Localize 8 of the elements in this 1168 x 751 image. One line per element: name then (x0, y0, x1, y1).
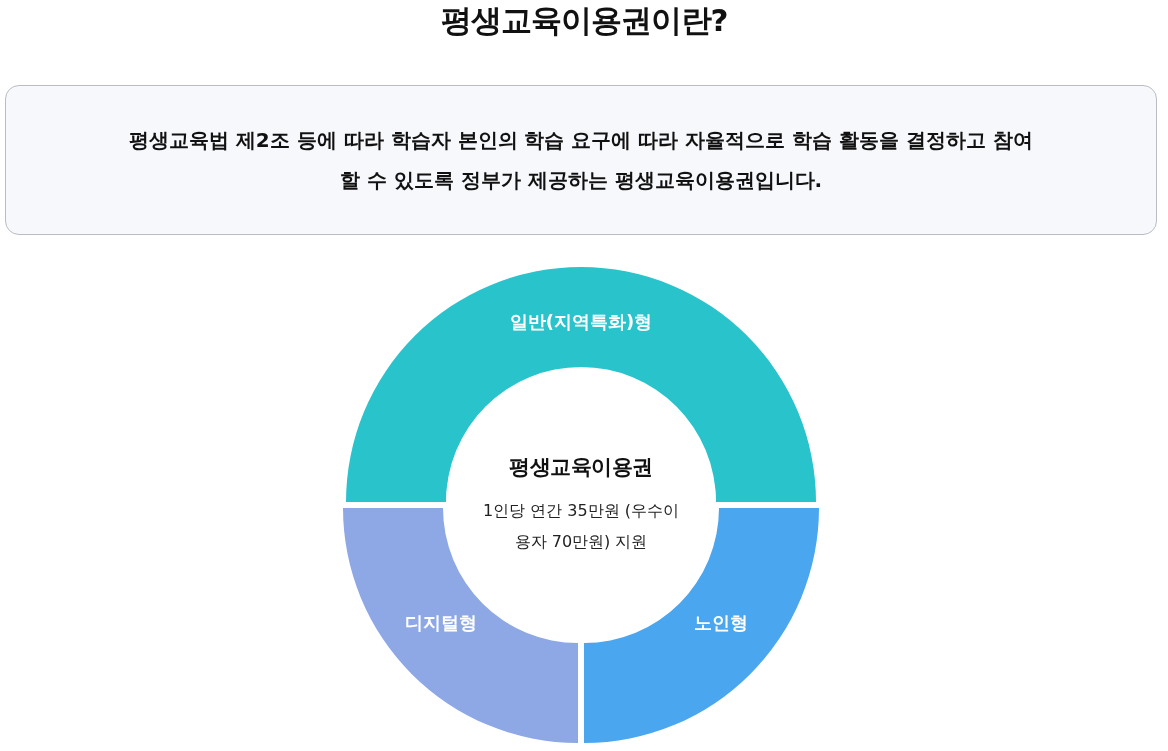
ring-segment (346, 267, 816, 502)
segment-label: 일반(지역특화)형 (509, 310, 653, 334)
center-text: 1인당 연간 35만원 (우수이용자 70만원) 지원 (481, 500, 680, 553)
segment-label: 노인형 (694, 611, 748, 635)
segment-label: 디지털형 (405, 611, 477, 635)
center-heading: 평생교육이용권 (509, 454, 653, 481)
description-box: 평생교육법 제2조 등에 따라 학습자 본인의 학습 요구에 따라 자율적으로 학습 활동을 결정하고 참여할 수 있도록 정부가 제공하는 평생교육이용권입니다. (5, 85, 1157, 235)
page-title: 평생교육이용권이란? (439, 1, 729, 40)
